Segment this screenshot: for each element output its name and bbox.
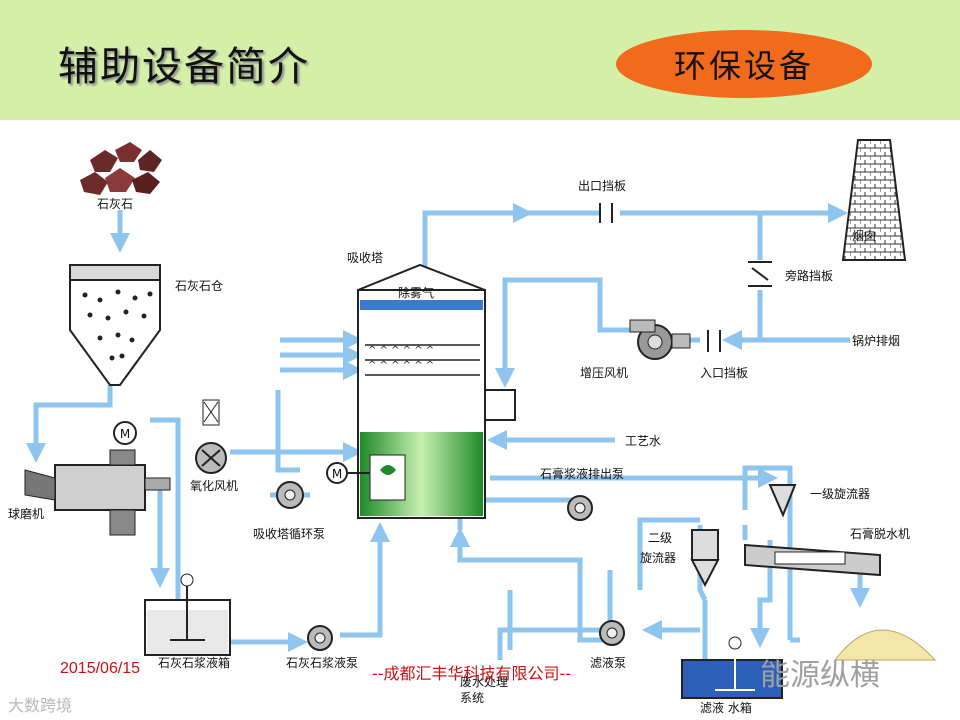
ball-mill-motor-icon	[113, 421, 137, 445]
filtrate-pump	[599, 620, 625, 646]
label-ball-mill: 球磨机	[8, 507, 44, 521]
label-outlet-damper: 出口挡板	[578, 179, 626, 193]
label-chimney: 烟囱	[852, 229, 876, 243]
label-bypass-damper: 旁路挡板	[785, 268, 833, 283]
label-limestone-silo: 石灰石仓	[175, 279, 223, 293]
label-limestone-pump: 石灰石浆液泵	[286, 655, 358, 670]
chimney	[841, 139, 907, 261]
label-booster-fan: 增压风机	[580, 366, 628, 380]
limestone-slurry-tank	[144, 573, 231, 656]
ball-mill-motor-label: M	[120, 427, 130, 441]
absorber-motor-icon	[326, 462, 348, 484]
label-gypsum-pump: 石膏浆液排出泵	[540, 466, 624, 481]
label-wastewater-line1: 废水处理	[460, 674, 508, 689]
label-filtrate-pump: 滤液泵	[590, 655, 626, 670]
absorber-tower: ^ ^ ^ ^ ^ ^ ^ ^ ^ ^ ^ ^ M	[326, 263, 516, 519]
label-limestone: 石灰石	[97, 197, 133, 211]
watermark-right: 能源纵横	[760, 658, 880, 693]
header-bar: 辅助设备简介 环保设备	[0, 0, 960, 120]
label-limestone-tank: 石灰石浆液箱	[158, 655, 230, 670]
primary-cyclone	[768, 484, 797, 518]
outlet-damper-icon	[599, 203, 613, 223]
category-badge-label: 环保设备	[673, 47, 814, 85]
label-secondary-cyclone-line2: 旋流器	[640, 551, 676, 565]
absorber-circulation-pump	[276, 481, 304, 509]
label-primary-cyclone: 一级旋流器	[810, 487, 870, 501]
label-inlet-damper: 入口挡板	[700, 366, 748, 380]
label-absorber-pump: 吸收塔循环泵	[253, 527, 325, 541]
inlet-damper-icon	[707, 330, 721, 352]
footer-date: 2015/06/15	[60, 660, 141, 677]
limestone-rocks-icon	[80, 142, 162, 195]
bypass-damper-icon	[748, 261, 772, 287]
svg-text:^ ^ ^ ^ ^ ^: ^ ^ ^ ^ ^ ^	[368, 345, 434, 356]
label-secondary-cyclone-line1: 二级	[648, 531, 672, 545]
limestone-silo	[69, 264, 161, 386]
absorber-motor-label: M	[332, 467, 342, 481]
label-filtrate-tank: 滤液 水箱	[700, 700, 752, 715]
label-gypsum-dewater: 石膏脱水机	[850, 526, 910, 541]
booster-fan	[629, 319, 691, 360]
filtrate-water-tank	[681, 636, 783, 699]
footer-company: --成都汇丰华科技有限公司--	[372, 664, 572, 683]
page-title: 辅助设备简介	[58, 44, 310, 90]
watermark-left: 大数跨境	[8, 696, 73, 715]
gypsum-discharge-pump	[567, 495, 593, 521]
label-process-water: 工艺水	[625, 434, 661, 448]
label-demister: 除雾气	[398, 285, 434, 300]
secondary-cyclone	[690, 529, 720, 588]
ball-mill: M	[24, 421, 171, 536]
label-boiler-flue: 锅炉排烟	[852, 333, 900, 348]
gypsum-dewatering-machine	[744, 543, 881, 577]
label-oxidation-fan: 氧化风机	[190, 479, 238, 493]
oxidation-fan	[195, 399, 227, 474]
gypsum-pile	[833, 629, 937, 661]
category-badge: 环保设备	[616, 30, 872, 98]
label-wastewater-line2: 系统	[460, 691, 484, 705]
label-absorber: 吸收塔	[347, 251, 383, 265]
svg-text:^ ^ ^ ^ ^ ^: ^ ^ ^ ^ ^ ^	[368, 360, 434, 371]
limestone-slurry-pump	[307, 625, 333, 651]
process-diagram: M ^ ^ ^ ^ ^ ^ ^ ^ ^ ^ ^ ^ M	[8, 139, 937, 715]
